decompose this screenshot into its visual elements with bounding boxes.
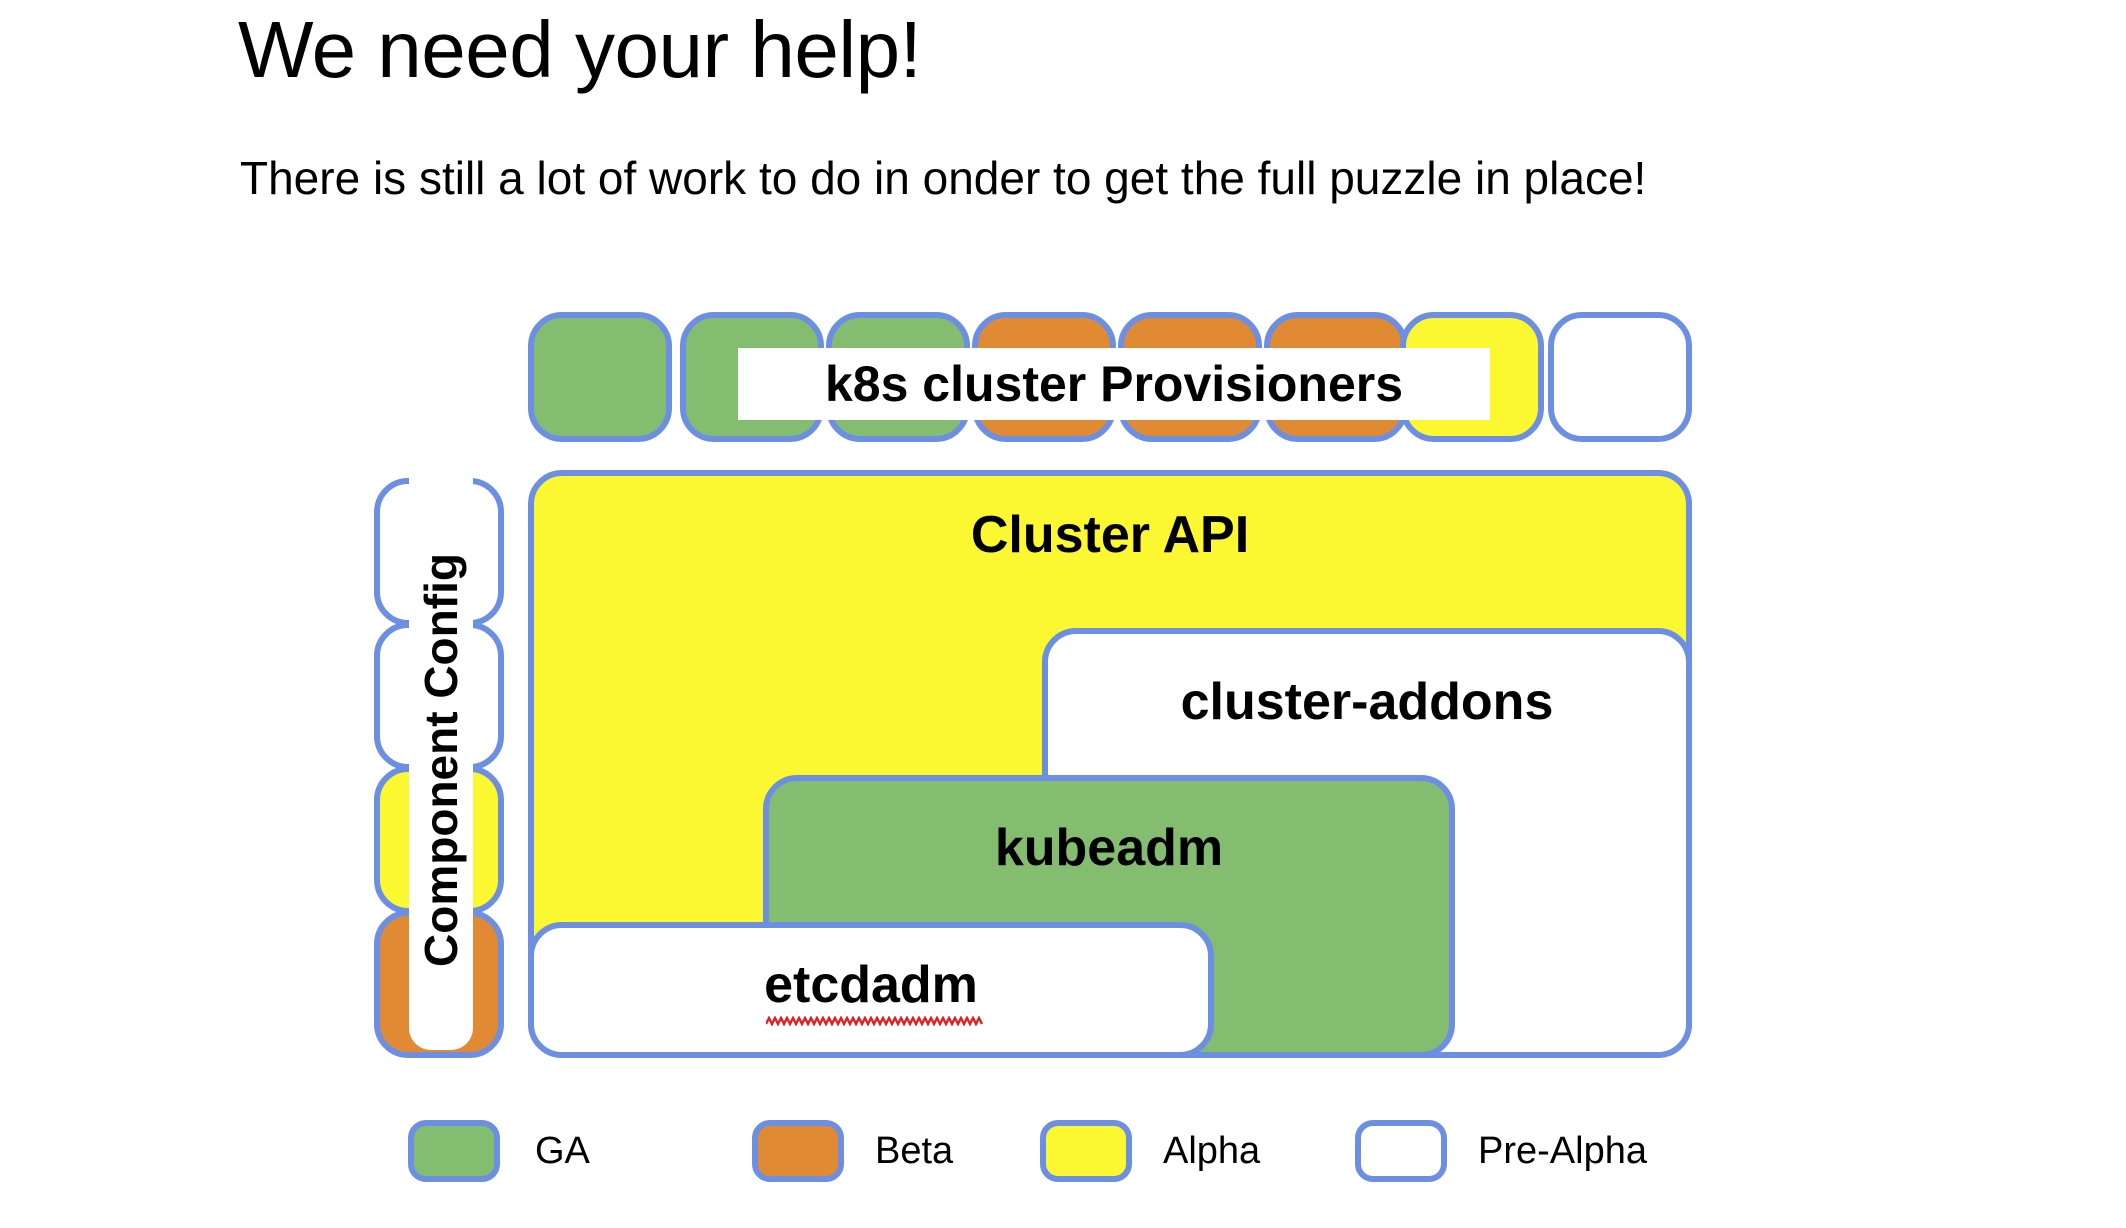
provisioner-tile-1[interactable] — [528, 312, 672, 442]
legend-swatch-ga — [408, 1120, 500, 1182]
provisioner-tile-8[interactable] — [1548, 312, 1692, 442]
cluster-api-label: Cluster API — [970, 506, 1250, 564]
etcdadm-spellcheck-underline — [766, 1016, 984, 1026]
legend-label-pre-alpha: Pre-Alpha — [1478, 1130, 1647, 1172]
etcdadm-label: etcdadm — [764, 956, 978, 1014]
legend-label-alpha: Alpha — [1163, 1130, 1261, 1172]
legend-label-beta: Beta — [875, 1130, 954, 1172]
legend-swatch-pre-alpha — [1355, 1120, 1447, 1182]
provisioner-row-label: k8s cluster Provisioners — [738, 348, 1490, 420]
component-config-label-band: Component Config — [409, 470, 473, 1050]
cluster-addons-label: cluster-addons — [1180, 673, 1554, 731]
legend-swatch-alpha — [1040, 1120, 1132, 1182]
page-subtitle: There is still a lot of work to do in on… — [240, 152, 1647, 204]
page-title: We need your help! — [238, 5, 922, 94]
etcdadm-box[interactable] — [528, 922, 1214, 1058]
legend-label-ga: GA — [535, 1130, 590, 1172]
legend-swatch-beta — [752, 1120, 844, 1182]
kubeadm-label: kubeadm — [994, 819, 1224, 877]
